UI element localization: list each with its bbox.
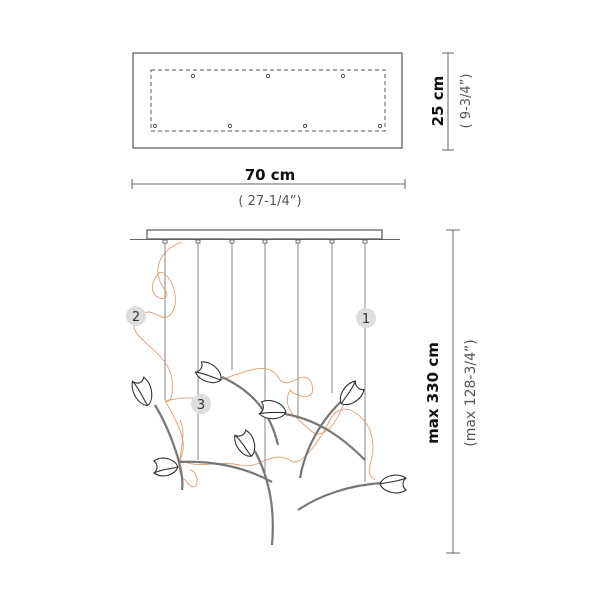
- mounting-outline: [150, 69, 386, 132]
- tulip-shade: [258, 400, 287, 420]
- top-view: 70 cm ( 27-1/4”) 25 cm ( 9-3/4”): [131, 52, 474, 209]
- height-in-label: (max 128-3/4”): [463, 339, 479, 446]
- tulip-shade: [379, 474, 407, 494]
- height-dimension: max 330 cm (max 128-3/4”): [424, 229, 479, 554]
- depth-in-label: ( 9-3/4”): [459, 74, 474, 129]
- width-dimension: 70 cm ( 27-1/4”): [131, 166, 406, 209]
- depth-dimension: 25 cm ( 9-3/4”): [429, 52, 474, 151]
- tulip-shades: [131, 361, 407, 494]
- svg-text:1: 1: [362, 312, 370, 327]
- callout-3: 3: [191, 394, 211, 414]
- svg-text:2: 2: [132, 310, 140, 325]
- callout-2: 2: [126, 306, 146, 326]
- cables: [162, 239, 368, 482]
- tulip-shade: [339, 380, 365, 406]
- power-wires: [133, 241, 376, 488]
- tulip-shade: [234, 429, 256, 457]
- depth-cm-label: 25 cm: [429, 76, 447, 127]
- tulip-shade: [131, 376, 153, 407]
- canopy-side: [146, 229, 383, 240]
- width-in-label: ( 27-1/4”): [238, 194, 301, 209]
- tulip-shade: [153, 457, 179, 477]
- mounting-holes: [152, 73, 383, 129]
- canopy-outline: [132, 52, 403, 149]
- callout-1: 1: [356, 308, 376, 328]
- height-cm-label: max 330 cm: [424, 342, 442, 444]
- svg-text:3: 3: [197, 398, 205, 413]
- width-cm-label: 70 cm: [245, 166, 296, 184]
- side-view: 1 2 3 max 330 cm (max 128-3/4”): [126, 229, 479, 554]
- stems: [154, 376, 383, 546]
- tulip-shade: [194, 361, 222, 384]
